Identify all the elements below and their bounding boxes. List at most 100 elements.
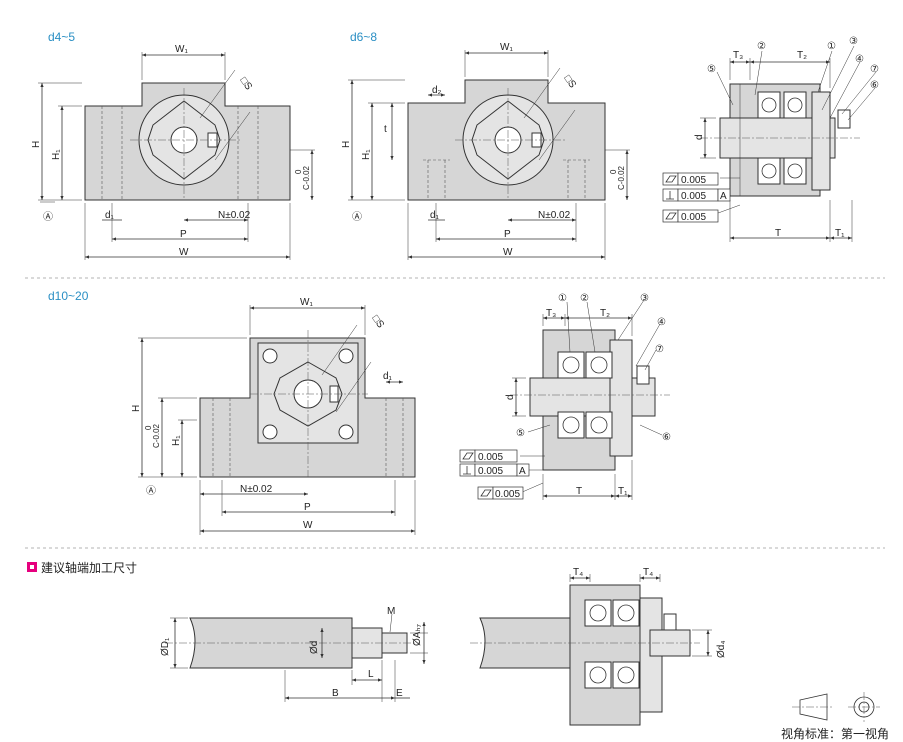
part-1: ① xyxy=(558,293,567,304)
dim-c: C-0.02 xyxy=(152,423,161,448)
dim-h1: H₁ xyxy=(51,149,62,160)
tol-datum-ref: A xyxy=(519,466,526,477)
part-1: ① xyxy=(827,41,836,52)
dim-d-diameter: Ød xyxy=(309,641,320,654)
dimension-lines-d6-8 xyxy=(348,50,630,260)
section-label-d4-5: d4~5 xyxy=(48,30,75,44)
dim-c: C-0.02 xyxy=(302,165,311,190)
dim-d4-diameter: Ød₄ xyxy=(716,641,727,658)
dim-c: C-0.02 xyxy=(617,165,626,190)
dim-t2: T₂ xyxy=(600,308,610,319)
part-5: ⑤ xyxy=(707,64,716,75)
dimension-lines-section-small xyxy=(700,45,877,242)
dimension-lines-assembly xyxy=(569,574,712,657)
dim-w: W xyxy=(503,247,513,258)
dim-t: T xyxy=(576,486,582,497)
dim-t: T xyxy=(775,228,781,239)
section-title-shaft-end: 建议轴端加工尺寸 xyxy=(41,560,137,575)
dim-d2: d₂ xyxy=(432,85,442,96)
part-7: ⑦ xyxy=(655,344,664,355)
tolerance-frames-small xyxy=(662,172,731,223)
dimension-lines-d4-5 xyxy=(38,52,315,260)
tol-datum-ref: A xyxy=(720,191,727,202)
dim-s: □S xyxy=(562,73,578,90)
dim-t3: T₃ xyxy=(733,50,743,61)
dim-h: H xyxy=(341,141,352,148)
dim-m: M xyxy=(387,606,395,617)
dim-c-sup: 0 xyxy=(609,169,618,174)
tol-perpendicularity: 0.005 xyxy=(478,466,503,477)
dim-h1: H₁ xyxy=(171,435,182,446)
dim-d1: d₁ xyxy=(430,210,440,221)
dim-a-diameter: ØAₕ₇ xyxy=(412,624,423,646)
dim-s: □S xyxy=(370,313,386,330)
dim-p: P xyxy=(504,229,511,240)
tol-flatness: 0.005 xyxy=(681,175,706,186)
dim-h: H xyxy=(31,141,42,148)
tol-flatness: 0.005 xyxy=(478,452,503,463)
projection-label: 视角标准：第一视角 xyxy=(781,726,889,741)
datum-a: Ⓐ xyxy=(43,211,53,223)
part-7: ⑦ xyxy=(870,64,879,75)
section-bullet-icon-inner xyxy=(30,565,34,569)
part-6: ⑥ xyxy=(870,80,879,91)
datum-a: Ⓐ xyxy=(352,211,362,223)
section-label-d10-20: d10~20 xyxy=(48,289,89,303)
dim-d1: d₁ xyxy=(383,371,393,382)
tol-flatness-2: 0.005 xyxy=(495,489,520,500)
dim-b: B xyxy=(332,688,339,699)
dim-d1: d₁ xyxy=(105,210,115,221)
dim-c-sup: 0 xyxy=(294,169,303,174)
dim-t: t xyxy=(384,124,387,135)
dim-w: W xyxy=(179,247,189,258)
section-label-d6-8: d6~8 xyxy=(350,30,377,44)
dim-n: N±0.02 xyxy=(538,210,571,221)
dimension-lines-section-large xyxy=(512,299,663,500)
dim-e: E xyxy=(396,688,403,699)
dim-l: L xyxy=(368,669,374,680)
dim-t2: T₂ xyxy=(797,50,807,61)
dim-t1: T₁ xyxy=(835,228,845,239)
dim-s: □S xyxy=(238,75,254,92)
dim-w1: W₁ xyxy=(300,297,313,308)
dim-h1: H₁ xyxy=(361,149,372,160)
dim-n: N±0.02 xyxy=(240,484,273,495)
dim-d: d xyxy=(505,394,516,400)
part-3: ③ xyxy=(640,293,649,304)
dimension-lines-d10-20 xyxy=(138,305,416,535)
dimension-lines-shaft xyxy=(170,613,428,702)
dim-d: d xyxy=(694,134,705,140)
part-5: ⑤ xyxy=(516,428,525,439)
first-angle-projection-icon xyxy=(792,692,880,722)
part-4: ④ xyxy=(657,317,666,328)
dim-p: P xyxy=(180,229,187,240)
tolerance-frames-large xyxy=(459,449,530,500)
dim-c-sup: 0 xyxy=(144,425,153,430)
datum-a: Ⓐ xyxy=(146,485,156,497)
part-2: ② xyxy=(580,293,589,304)
dim-w1: W₁ xyxy=(500,42,513,53)
dim-h: H xyxy=(131,405,142,412)
support-block-d4-5 xyxy=(84,69,291,201)
tol-flatness-2: 0.005 xyxy=(681,212,706,223)
tol-perpendicularity: 0.005 xyxy=(681,191,706,202)
part-2: ② xyxy=(757,41,766,52)
dim-n: N±0.02 xyxy=(218,210,251,221)
shaft-profile xyxy=(165,617,420,669)
support-block-d10-20 xyxy=(199,324,416,478)
dim-t3: T₃ xyxy=(546,308,556,319)
part-6: ⑥ xyxy=(662,432,671,443)
dim-p: P xyxy=(304,502,311,513)
dim-d1-diameter: ØD₁ xyxy=(160,637,171,656)
part-4: ④ xyxy=(855,54,864,65)
dim-t1: T₁ xyxy=(618,486,628,497)
section-view-large xyxy=(510,329,670,471)
support-block-d6-8 xyxy=(407,67,606,201)
part-3: ③ xyxy=(849,36,858,47)
shaft-assembly xyxy=(470,584,700,726)
dim-t4: T₄ xyxy=(643,567,653,578)
section-view-small xyxy=(700,83,860,197)
dim-w: W xyxy=(303,520,313,531)
dim-t4: T₄ xyxy=(573,567,583,578)
